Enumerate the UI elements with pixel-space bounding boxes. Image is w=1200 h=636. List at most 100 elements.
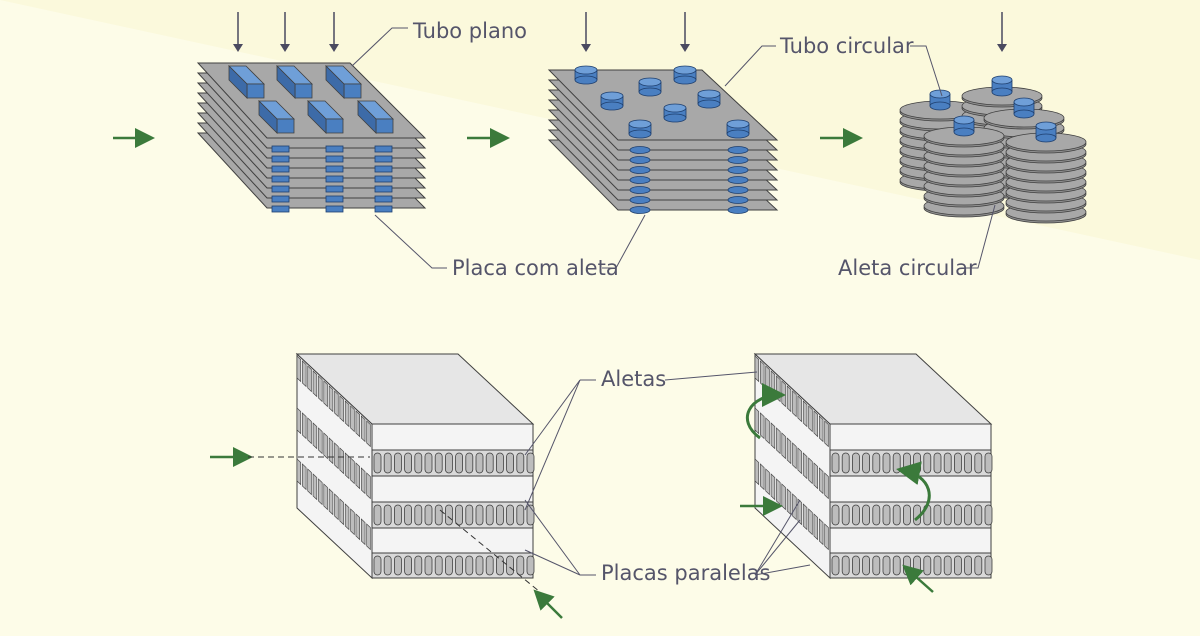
leader-line: [602, 214, 646, 269]
flat-tube-segment: [325, 145, 344, 153]
side-fin: [312, 370, 318, 398]
flow-arrows: [113, 12, 1007, 619]
circular-tube-segment: [727, 156, 749, 164]
tube-top: [628, 119, 652, 129]
fin: [964, 452, 972, 474]
fin: [882, 452, 891, 474]
flat-tube-side: [307, 100, 327, 134]
tube-top: [1013, 97, 1035, 107]
side-fin: [307, 417, 312, 445]
side-fin: [323, 380, 328, 408]
flat-tube-front: [294, 83, 313, 99]
tube-bottom: [953, 127, 975, 137]
fin: [892, 504, 901, 526]
tube-bottom: [697, 99, 721, 109]
side-fin: [776, 427, 781, 455]
side-fin: [323, 432, 328, 460]
circular-tube-segment: [727, 146, 749, 154]
side-fin: [781, 483, 786, 511]
fin: [862, 452, 870, 474]
side-fin: [818, 415, 824, 443]
fin: [923, 452, 932, 474]
side-fin: [808, 508, 813, 536]
fin: [383, 452, 392, 474]
leader-line: [754, 564, 811, 576]
flat-tube-segment: [374, 175, 393, 183]
flat-tube-side: [325, 65, 345, 99]
leader-line: [374, 214, 447, 269]
side-fin: [334, 493, 339, 521]
side-fin: [360, 518, 366, 546]
tube-bottom: [929, 101, 951, 111]
side-fin: [754, 407, 760, 435]
down-arrow-head: [280, 44, 290, 52]
tube-bottom: [663, 113, 687, 123]
down-arrow-head: [329, 44, 339, 52]
flat-tube-front: [325, 118, 344, 134]
side-fin: [786, 437, 792, 465]
label-parallel-plates: Placas paralelas: [601, 561, 771, 585]
side-fin: [813, 513, 818, 541]
side-fin: [797, 395, 802, 423]
side-fin: [302, 463, 307, 491]
fin: [373, 504, 382, 526]
tube-body: [639, 82, 661, 92]
side-fin: [813, 410, 818, 438]
circular-tube-segment: [629, 176, 651, 184]
side-fin: [760, 360, 765, 388]
side-fin: [323, 483, 328, 511]
flat-tube-segment: [271, 145, 290, 153]
curved-flow-arrow: [896, 461, 931, 522]
fin: [495, 452, 504, 474]
fin: [444, 504, 453, 526]
fin: [954, 504, 962, 526]
circular-tube-segment: [727, 166, 749, 174]
side-fin: [781, 380, 786, 408]
side-fin: [776, 478, 781, 506]
fin: [872, 452, 881, 474]
side-fin: [770, 370, 776, 398]
circular-tube-segment: [727, 196, 749, 204]
side-fin: [339, 447, 344, 475]
flat-tube-segment: [374, 155, 393, 163]
leader-line: [965, 204, 996, 269]
side-fin: [818, 467, 824, 495]
tube-bottom: [1035, 133, 1057, 143]
flat-tube-segment: [325, 205, 344, 213]
leader-lines: [351, 27, 996, 576]
side-fin: [339, 395, 344, 423]
fin: [485, 555, 494, 576]
tube-body: [629, 124, 651, 134]
label-flat-tube: Tubo plano: [412, 19, 527, 43]
fin: [455, 504, 464, 526]
circular-fin-exchanger: [899, 75, 1087, 224]
side-fin: [307, 468, 312, 496]
side-fin: [824, 472, 829, 500]
fin: [964, 504, 972, 526]
side-fin: [786, 385, 792, 413]
side-fin: [818, 518, 824, 546]
parallel-plate-block-counterflow: [753, 352, 993, 580]
tube-top: [673, 65, 697, 75]
tube-bottom: [600, 101, 624, 111]
fin: [404, 555, 413, 576]
side-fin: [302, 412, 307, 440]
circular-tube-segment: [727, 186, 749, 194]
down-arrow-head: [581, 44, 591, 52]
label-circular-tube: Tubo circular: [779, 34, 914, 58]
side-fin: [339, 498, 344, 526]
fin: [831, 452, 840, 474]
side-fin: [350, 405, 355, 433]
flat-tube-front: [375, 118, 394, 134]
fin: [424, 452, 433, 474]
tube-body: [674, 70, 696, 80]
tube-bottom: [673, 75, 697, 85]
side-fin: [765, 417, 770, 445]
side-fin: [765, 468, 770, 496]
fin: [434, 555, 443, 576]
leader-line: [754, 519, 801, 576]
side-fin: [786, 488, 792, 516]
fin: [913, 555, 921, 576]
fin: [974, 452, 983, 474]
